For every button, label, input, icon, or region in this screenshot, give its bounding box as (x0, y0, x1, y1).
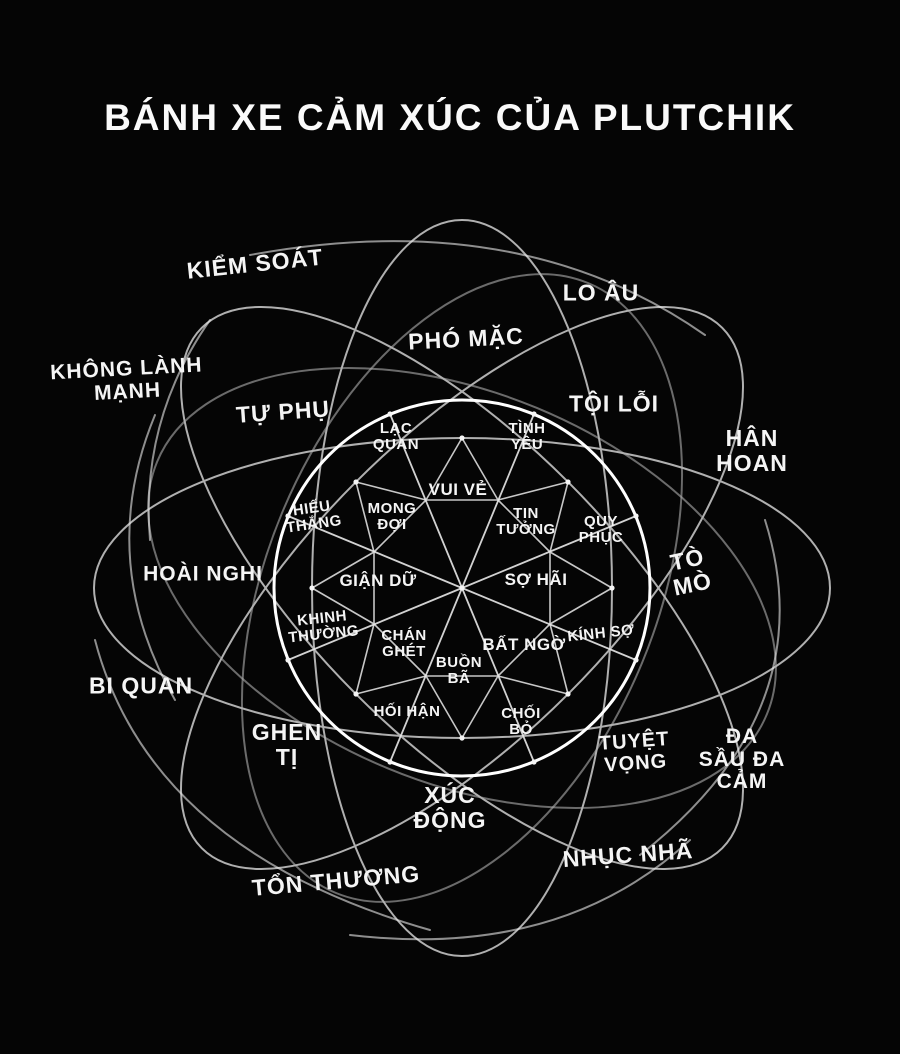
label-da-sau-da-cam: ĐA SẦU ĐA CẢM (698, 724, 786, 794)
label-hoi-han: HỐI HẬN (373, 702, 441, 720)
label-han-hoan: HÂN HOAN (716, 425, 788, 476)
label-chan-ghet: CHÁN GHÉT (381, 626, 427, 660)
label-bat-ngo: BẤT NGỜ (482, 634, 566, 654)
node-dots (285, 411, 639, 765)
label-mong-doi: MONG ĐỢI (367, 499, 417, 533)
label-tuyet-vong: TUYỆT VỌNG (598, 728, 671, 777)
label-lac-quan: LẠC QUAN (372, 419, 420, 453)
label-tinh-yeu: TÌNH YÊU (508, 419, 546, 453)
label-quy-phuc: QUY PHỤC (578, 512, 624, 546)
label-hoai-nghi: HOÀI NGHI (143, 562, 263, 586)
label-khong-lanh-manh: KHÔNG LÀNH MẠNH (49, 353, 204, 405)
label-ghen-ti: GHEN TỊ (251, 719, 323, 770)
label-choi-bo: CHỐI BỎ (501, 704, 541, 738)
label-toi-loi: TỘI LỖI (568, 390, 660, 417)
label-vui-ve: VUI VẺ (428, 479, 488, 499)
label-gian-du: GIẬN DỮ (339, 570, 417, 590)
stray-sketch-arcs (94, 240, 781, 941)
label-lo-au: LO ÂU (562, 279, 640, 306)
page-title: BÁNH XE CẢM XÚC CỦA PLUTCHIK (104, 97, 796, 138)
label-so-hai: SỢ HÃI (504, 569, 568, 589)
label-xuc-dong: XÚC ĐỘNG (413, 782, 487, 833)
main-wheel-circle (272, 398, 652, 778)
label-tin-tuong: TIN TƯỞNG (496, 504, 556, 538)
label-bi-quan: BI QUAN (88, 672, 194, 699)
label-buon-ba: BUỒN BÃ (435, 653, 483, 687)
